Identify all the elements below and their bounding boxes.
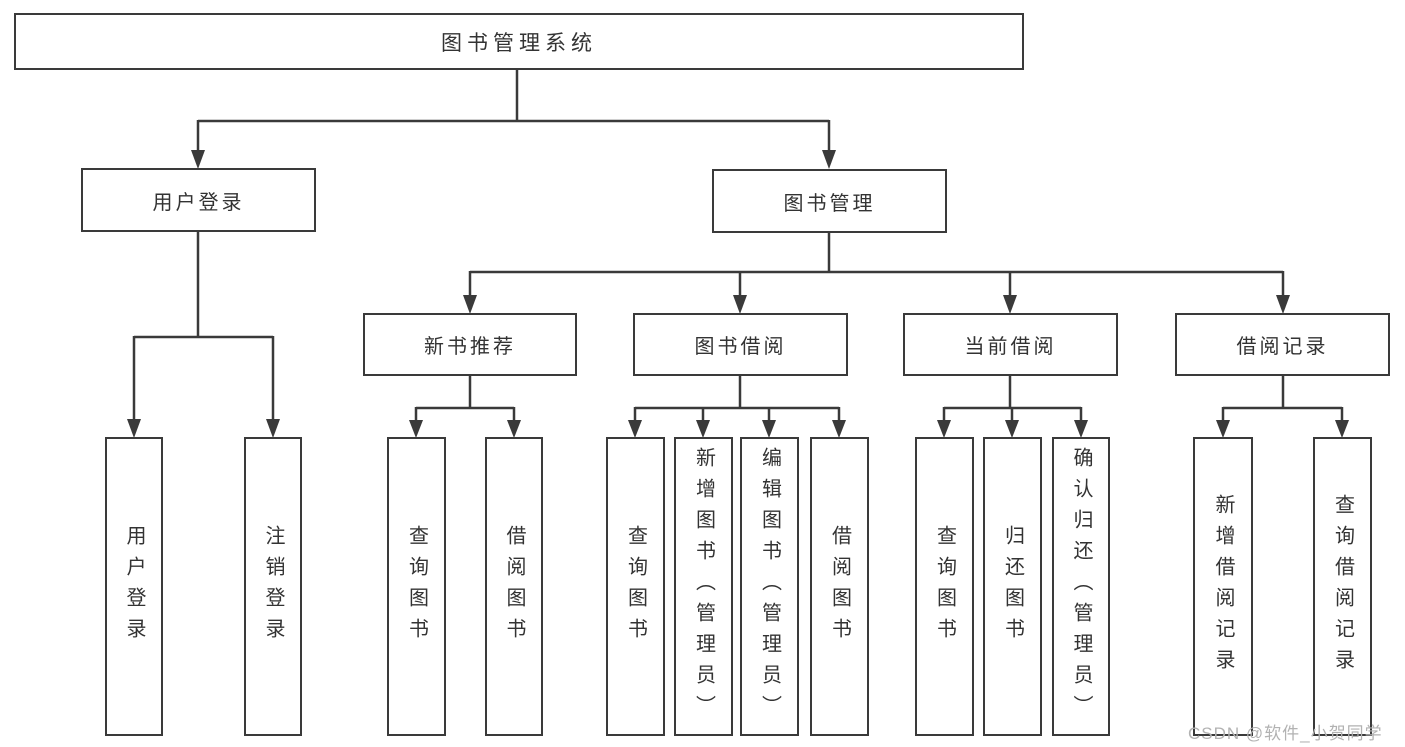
node-leaf-confirm-return-admin: 确认归还（管理员） [1052,437,1110,736]
node-current-borrow-label: 当前借阅 [964,336,1057,358]
node-borrow-records: 借阅记录 [1175,313,1390,376]
csdn-watermark: CSDN @软件_小贺同学 [1188,724,1383,743]
node-root: 图书管理系统 [14,13,1024,70]
node-leaf-add-borrow-record: 新增借阅记录 [1193,437,1253,736]
node-leaf-search-books-borrow: 查询图书 [606,437,665,736]
node-book-borrow-label: 图书借阅 [694,336,787,358]
node-leaf-confirm-return-admin-label: 确认归还（管理员） [1070,447,1092,726]
node-leaf-user-login-label: 用户登录 [123,524,145,649]
node-leaf-search-books-current: 查询图书 [915,437,974,736]
node-leaf-user-login: 用户登录 [105,437,163,736]
node-user-login: 用户登录 [81,168,316,232]
node-borrow-records-label: 借阅记录 [1236,336,1329,358]
node-book-management-label: 图书管理 [783,192,876,215]
node-leaf-borrow-books-recommend-label: 借阅图书 [503,524,525,649]
node-book-management: 图书管理 [712,169,947,233]
node-leaf-add-book-admin-label: 新增图书（管理员） [692,447,715,726]
node-leaf-edit-book-admin-label: 编辑图书（管理员） [758,447,781,726]
node-new-book-recommend-label: 新书推荐 [424,336,516,358]
node-leaf-add-borrow-record-label: 新增借阅记录 [1212,493,1234,680]
arrowheads [127,150,1349,438]
node-leaf-borrow-books: 借阅图书 [810,437,869,736]
node-leaf-search-books-recommend-label: 查询图书 [405,524,428,649]
node-leaf-return-book-label: 归还图书 [1001,524,1024,649]
node-leaf-logout: 注销登录 [244,437,302,736]
node-leaf-search-borrow-record-label: 查询借阅记录 [1331,493,1354,680]
node-leaf-search-books-current-label: 查询图书 [933,524,956,649]
node-leaf-edit-book-admin: 编辑图书（管理员） [740,437,799,736]
node-leaf-add-book-admin: 新增图书（管理员） [674,437,733,736]
node-user-login-label: 用户登录 [152,191,245,214]
node-leaf-borrow-books-recommend: 借阅图书 [485,437,543,736]
node-leaf-search-books-recommend: 查询图书 [387,437,446,736]
node-current-borrow: 当前借阅 [903,313,1118,376]
node-leaf-search-borrow-record: 查询借阅记录 [1313,437,1372,736]
node-book-borrow: 图书借阅 [633,313,848,376]
node-leaf-borrow-books-label: 借阅图书 [828,524,851,649]
node-leaf-logout-label: 注销登录 [262,524,284,649]
node-root-label: 图书管理系统 [441,31,597,55]
node-leaf-return-book: 归还图书 [983,437,1042,736]
node-leaf-search-books-borrow-label: 查询图书 [624,524,647,649]
node-new-book-recommend: 新书推荐 [363,313,577,376]
